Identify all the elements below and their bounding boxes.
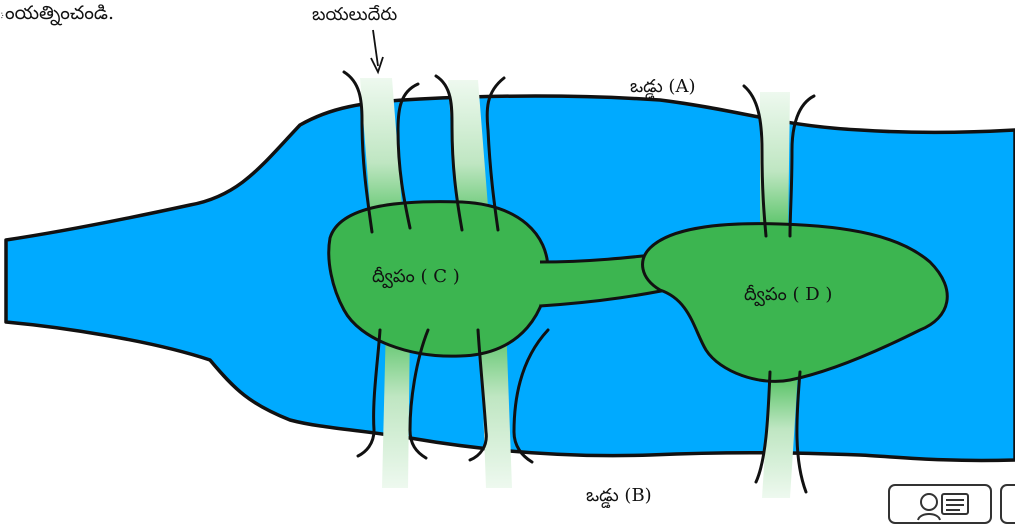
arrow-down-icon xyxy=(371,30,383,72)
bank-b-label: ఒడ్డు (B) xyxy=(586,487,652,505)
teacher-button[interactable] xyxy=(888,484,992,524)
next-button[interactable] xyxy=(1000,484,1015,524)
bank-a-label: ఒడ్డు (A) xyxy=(630,78,695,96)
island-c-label: ద్వీపం ( C ) xyxy=(372,268,460,286)
start-label: బయలుదేరు xyxy=(312,6,397,24)
island-d-label: ద్వీపం ( D ) xyxy=(744,286,832,304)
teacher-icon xyxy=(890,486,990,522)
instruction-text: ంయత్నించండి. xyxy=(0,4,114,23)
